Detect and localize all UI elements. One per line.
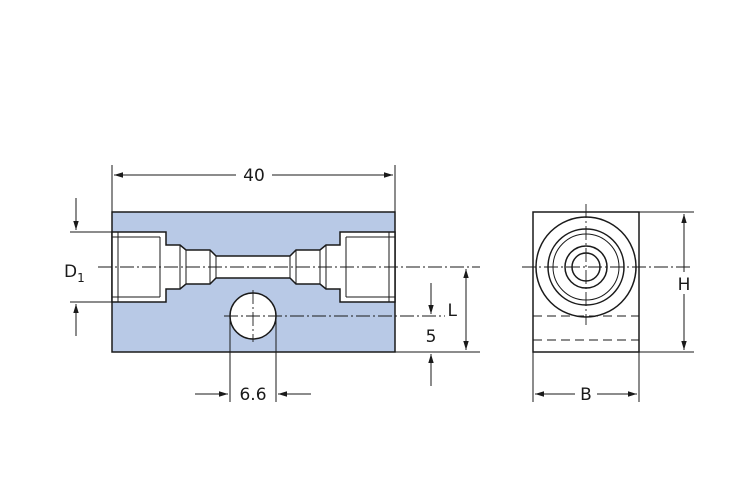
dim-label-5: 5 xyxy=(426,327,437,347)
dim-label-cross-hole: 6.6 xyxy=(239,385,266,405)
dim-label-length: 40 xyxy=(243,166,265,186)
dim-label-l: L xyxy=(448,301,458,321)
front-view: 40 D1 L 5 6.6 xyxy=(64,165,480,405)
dim-label-h-bg xyxy=(672,272,696,294)
dim-label-d1-main: D xyxy=(64,262,77,282)
dim-label-b: B xyxy=(580,385,592,405)
side-view: H B xyxy=(522,204,696,405)
dim-label-d1-sub: 1 xyxy=(77,271,85,285)
dim-label-h: H xyxy=(678,275,691,295)
dim-label-d1: D1 xyxy=(64,262,85,285)
